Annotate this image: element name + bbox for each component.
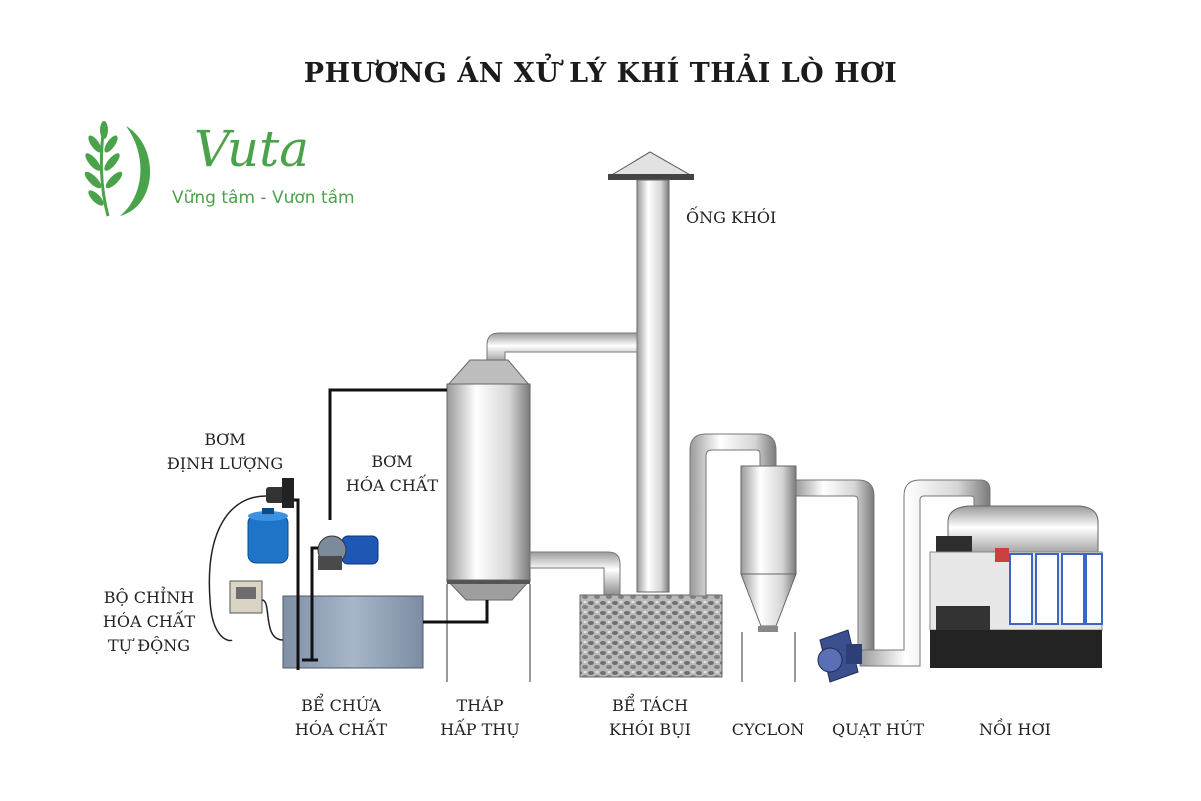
brand-name: Vuta bbox=[194, 120, 310, 178]
duct-fan-cyclone bbox=[795, 479, 875, 651]
label-chemical-tank: BỂ CHỨA HÓA CHẤT bbox=[276, 694, 406, 742]
duct-separator-tower bbox=[529, 551, 621, 597]
label-chemical-pump: BƠM HÓA CHẤT bbox=[332, 450, 452, 498]
boiler-icon bbox=[929, 505, 1103, 668]
label-fan-text: QUẠT HÚT bbox=[831, 720, 925, 739]
page-title: PHƯƠNG ÁN XỬ LÝ KHÍ THẢI LÒ HƠI bbox=[303, 58, 898, 89]
label-controller-line2: HÓA CHẤT bbox=[102, 612, 196, 631]
label-controller-line1: BỘ CHỈNH bbox=[103, 588, 195, 607]
label-dosing-pump: BƠM ĐỊNH LƯỢNG bbox=[150, 428, 300, 476]
chemical-tank bbox=[282, 595, 424, 669]
label-chimney: ỐNG KHÓI bbox=[686, 206, 776, 230]
label-boiler: NỒI HƠI bbox=[960, 718, 1070, 742]
label-controller-line3: TỰ ĐỘNG bbox=[107, 636, 191, 655]
label-chemical-tank-line1: BỂ CHỨA bbox=[301, 696, 381, 715]
brand-logo: Vuta Vững tâm - Vươn tầm bbox=[74, 116, 374, 226]
label-chemical-pump-line1: BƠM bbox=[371, 452, 413, 471]
label-boiler-text: NỒI HƠI bbox=[979, 720, 1051, 739]
absorption-tower bbox=[445, 359, 532, 682]
fan-icon bbox=[817, 629, 862, 683]
label-dosing-pump-line1: BƠM bbox=[204, 430, 246, 449]
controller-icon bbox=[229, 580, 284, 641]
label-dust-separator-line2: KHÓI BỤI bbox=[609, 720, 691, 739]
label-absorption-tower-line1: THÁP bbox=[456, 696, 504, 715]
label-cyclon-text: CYCLON bbox=[731, 720, 805, 739]
label-controller: BỘ CHỈNH HÓA CHẤT TỰ ĐỘNG bbox=[84, 586, 214, 658]
brand-tagline: Vững tâm - Vươn tầm bbox=[172, 188, 355, 208]
chimney bbox=[608, 151, 694, 593]
label-absorption-tower-line2: HẤP THỤ bbox=[440, 720, 520, 739]
label-chemical-tank-line2: HÓA CHẤT bbox=[294, 720, 388, 739]
label-dosing-pump-line2: ĐỊNH LƯỢNG bbox=[166, 454, 284, 473]
cyclone bbox=[740, 465, 797, 682]
duct-tower-chimney bbox=[486, 332, 638, 366]
label-absorption-tower: THÁP HẤP THỤ bbox=[420, 694, 540, 742]
chemical-pump-icon bbox=[317, 535, 379, 570]
label-dust-separator-line1: BỂ TÁCH bbox=[611, 696, 689, 715]
label-cyclon: CYCLON bbox=[718, 718, 818, 742]
label-dust-separator: BỂ TÁCH KHÓI BỤI bbox=[590, 694, 710, 742]
label-fan: QUẠT HÚT bbox=[818, 718, 938, 742]
label-chimney-text: ỐNG KHÓI bbox=[686, 208, 777, 227]
water-tank-icon bbox=[247, 508, 289, 564]
dosing-pump-icon bbox=[208, 478, 294, 642]
label-chemical-pump-line2: HÓA CHẤT bbox=[345, 476, 439, 495]
logo-leaf-icon bbox=[84, 121, 151, 217]
dust-separator-tank bbox=[579, 594, 723, 678]
